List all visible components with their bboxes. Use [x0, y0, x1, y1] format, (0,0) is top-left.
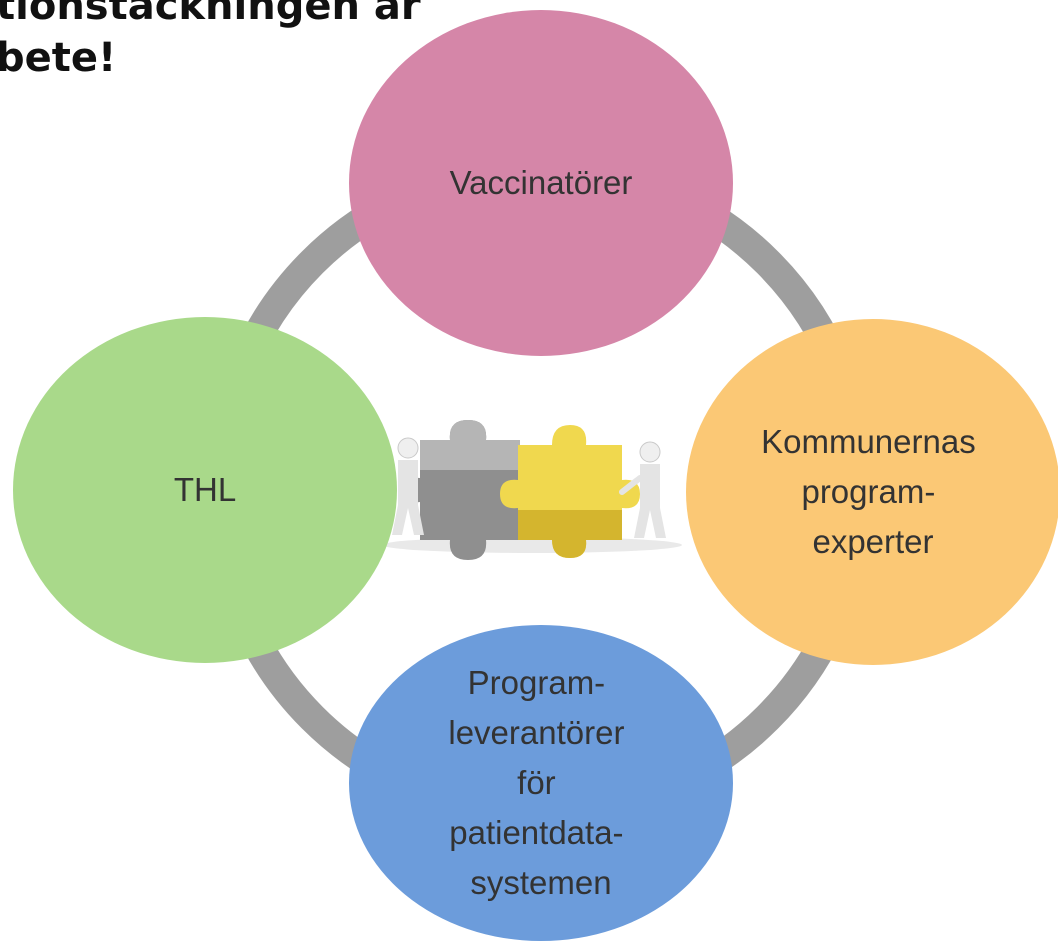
label-line: Kommunernas	[761, 423, 976, 460]
node-vaccinators: Vaccinatörer	[349, 10, 733, 356]
label-line: för	[517, 764, 556, 801]
label-line: experter	[812, 523, 933, 560]
label-line: program-	[801, 473, 935, 510]
node-circle	[13, 317, 397, 663]
heading-line-2: bete!	[0, 35, 117, 81]
node-software-vendors: Program- leverantörer för patientdata- s…	[349, 625, 733, 941]
label-line: THL	[174, 471, 236, 508]
label-line: Vaccinatörer	[450, 164, 633, 201]
label-line: Program-	[468, 664, 606, 701]
label-line: patientdata-	[449, 814, 623, 851]
heading-line-1: tionstäckningen är	[0, 0, 421, 29]
node-municipal-experts: Kommunernas program- experter	[686, 319, 1058, 665]
node-thl: THL	[13, 317, 397, 663]
node-label: Kommunernas program- experter	[761, 423, 985, 560]
slide-heading: tionstäckningen är bete!	[0, 0, 421, 84]
node-label: THL	[174, 471, 236, 508]
node-circle	[349, 625, 733, 941]
label-line: leverantörer	[448, 714, 624, 751]
node-label: Vaccinatörer	[450, 164, 633, 201]
node-label: Program- leverantörer för patientdata- s…	[448, 664, 633, 901]
puzzle-collaboration-icon	[382, 420, 682, 560]
node-circle	[686, 319, 1058, 665]
label-line: systemen	[470, 864, 611, 901]
node-circle	[349, 10, 733, 356]
